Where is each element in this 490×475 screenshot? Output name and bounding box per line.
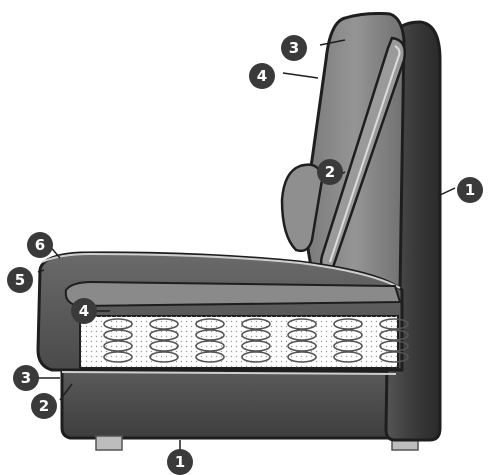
callout-number: 5: [15, 271, 25, 289]
seat-foam-layer: [66, 282, 400, 306]
callout-number: 6: [35, 236, 45, 254]
callout-number: 1: [175, 453, 185, 471]
callout-number: 3: [289, 39, 299, 57]
callout-number: 1: [465, 181, 475, 199]
callout-badge-seat-foam: 4: [71, 298, 97, 324]
callout-badge-back-inner: 2: [317, 159, 343, 185]
callout-number: 2: [325, 163, 335, 181]
foot-left: [96, 436, 122, 450]
callout-badge-frame-right: 1: [457, 177, 483, 203]
callout-badge-seat-bottom-left: 3: [13, 365, 39, 391]
callout-badge-seat-lower-left: 2: [31, 393, 57, 419]
callout-number: 2: [39, 397, 49, 415]
base-frame: [62, 370, 395, 438]
callout-badge-seat-top: 6: [27, 232, 53, 258]
callout-number: 3: [21, 369, 31, 387]
callout-badge-frame-bottom: 1: [167, 449, 193, 475]
callout-number: 4: [79, 302, 89, 320]
callout-badge-seat-edge: 5: [7, 267, 33, 293]
callout-badge-back-top: 3: [281, 35, 307, 61]
callout-badge-back-upper: 4: [249, 63, 275, 89]
callout-number: 4: [257, 67, 267, 85]
